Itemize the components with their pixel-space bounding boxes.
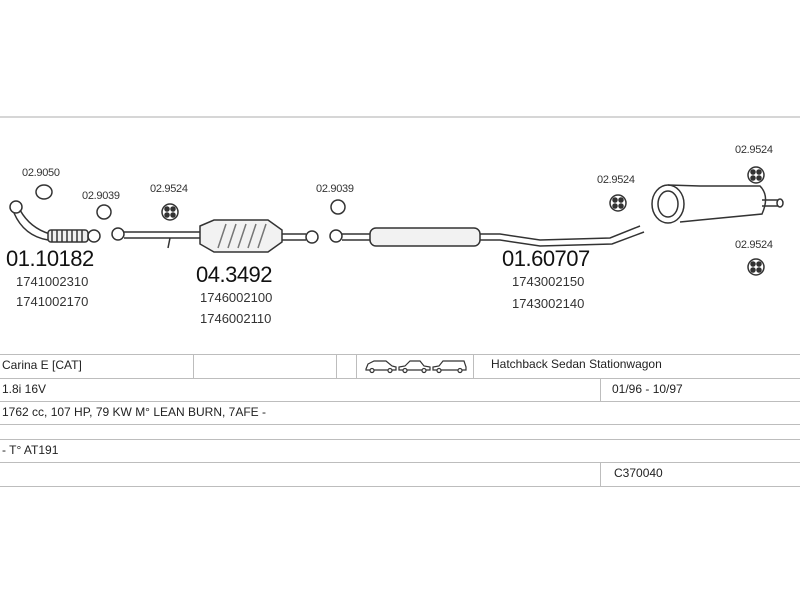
spec-cell: 1762 cc, 107 HP, 79 KW M° LEAN BURN, 7AF…	[2, 405, 267, 419]
table-divider	[0, 354, 800, 355]
rear-section-number: 01.60707	[502, 246, 590, 271]
table-divider	[600, 462, 601, 486]
table-divider	[0, 486, 800, 487]
exhaust-diagram	[0, 116, 800, 276]
table-divider	[193, 355, 194, 378]
stationwagon-car-icon	[432, 360, 467, 374]
gasket-spring-c	[161, 203, 179, 221]
gasket-spring-e	[609, 194, 627, 212]
gasket-label-b: 02.9039	[82, 190, 120, 202]
code-cell: C370040	[614, 466, 663, 480]
rear-section-ref-1: 1743002150	[512, 274, 585, 289]
rear-section-ref-2: 1743002140	[512, 296, 585, 311]
body-types-cell: Hatchback Sedan Stationwagon	[491, 357, 662, 371]
gasket-spring-g	[747, 258, 765, 276]
rear-section-part	[329, 184, 784, 247]
period-cell: 01/96 - 10/97	[612, 382, 683, 396]
catalyst-part	[111, 219, 319, 253]
table-divider	[356, 355, 357, 378]
gasket-ring-d	[330, 199, 346, 215]
front-pipe-ref-2: 1741002170	[16, 294, 89, 309]
table-divider	[473, 355, 474, 378]
table-divider	[0, 424, 800, 425]
gasket-label-d: 02.9039	[316, 183, 354, 195]
table-divider	[336, 355, 337, 378]
gasket-ring-a	[35, 184, 53, 200]
catalyst-number: 04.3492	[196, 262, 273, 287]
sedan-car-icon	[398, 360, 431, 374]
front-pipe-ref-1: 1741002310	[16, 274, 89, 289]
chassis-cell: - T° AT191	[2, 443, 59, 457]
gasket-label-a: 02.9050	[22, 167, 60, 179]
gasket-label-f: 02.9524	[735, 144, 773, 156]
front-pipe-number: 01.10182	[6, 246, 94, 271]
catalyst-ref-1: 1746002100	[200, 290, 273, 305]
catalyst-ref-2: 1746002110	[200, 311, 272, 326]
table-divider	[600, 378, 601, 401]
table-divider	[0, 462, 800, 463]
engine-cell: 1.8i 16V	[2, 382, 47, 396]
table-divider	[0, 401, 800, 402]
table-divider	[0, 378, 800, 379]
gasket-spring-f	[747, 166, 765, 184]
body-type-icons	[365, 360, 467, 374]
gasket-label-c: 02.9524	[150, 183, 188, 195]
model-cell: Carina E [CAT]	[2, 358, 82, 372]
gasket-label-e: 02.9524	[597, 174, 635, 186]
hatchback-car-icon	[365, 360, 397, 374]
gasket-label-g: 02.9524	[735, 239, 773, 251]
front-pipe-part	[9, 200, 101, 243]
table-divider	[0, 439, 800, 440]
gasket-ring-b	[96, 204, 112, 220]
